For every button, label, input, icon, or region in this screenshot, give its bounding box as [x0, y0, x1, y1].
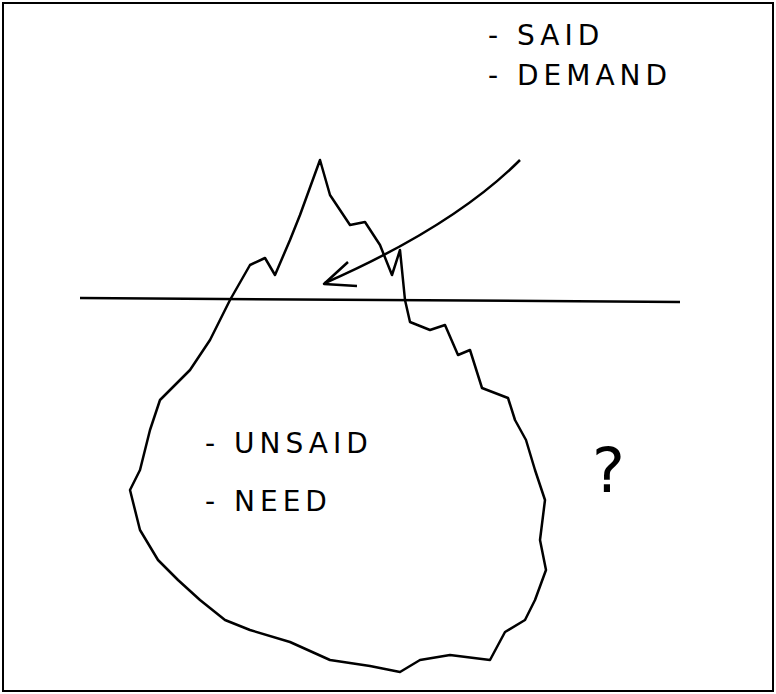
pointer-arrow [325, 160, 520, 283]
iceberg-path [130, 160, 546, 672]
callout-text: - DEMAND [488, 62, 672, 90]
node-text: - UNSAID [205, 430, 373, 458]
node-text: - NEED [205, 488, 332, 516]
iceberg-shape: - UNSAID - NEED [125, 150, 555, 680]
water-line [80, 298, 680, 302]
callout-text: - SAID [488, 22, 604, 50]
question-mark: ? [592, 440, 630, 502]
arrow-head [324, 262, 357, 286]
iceberg-outline [125, 150, 555, 680]
